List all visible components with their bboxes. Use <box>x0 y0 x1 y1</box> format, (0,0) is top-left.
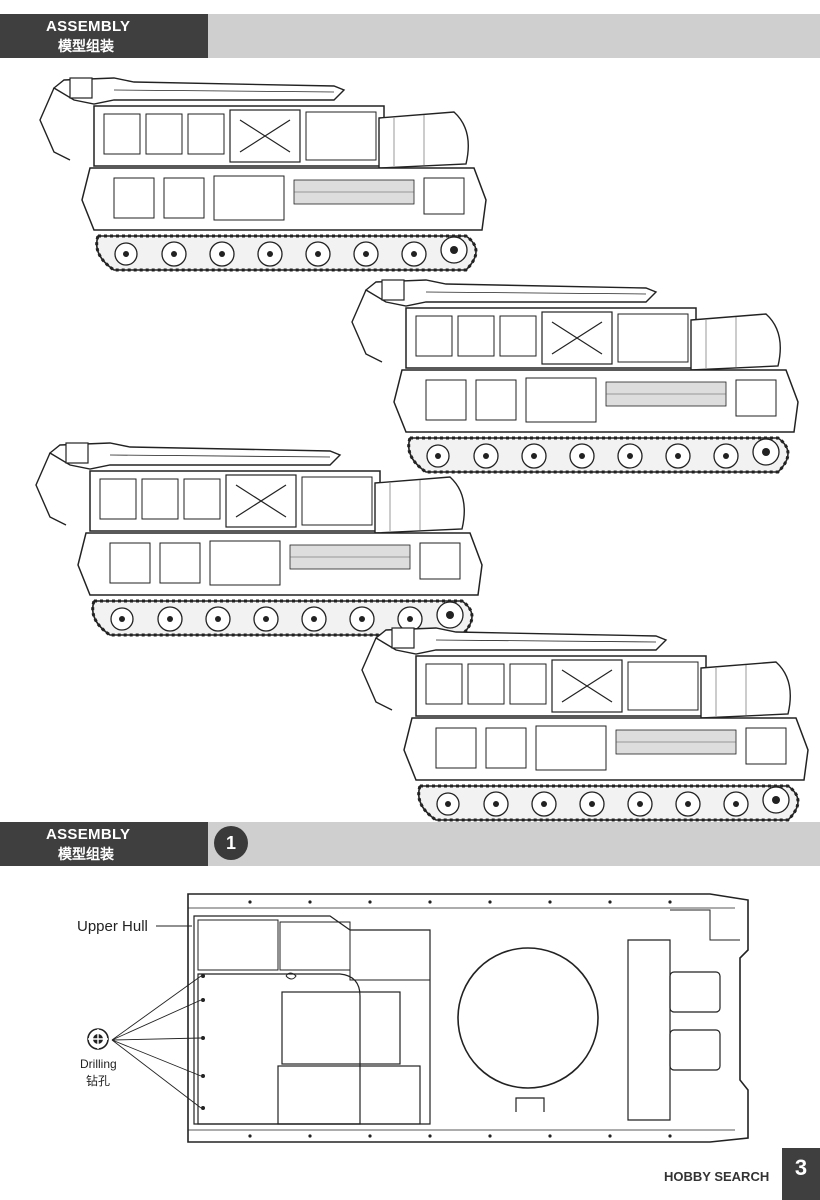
vehicle-side-view-4 <box>360 626 810 822</box>
section-title-zh: 模型组装 <box>58 847 114 863</box>
watermark: HOBBY SEARCH <box>660 1168 774 1185</box>
drill-leader-lines <box>111 975 202 1109</box>
page-number: 3 <box>782 1148 820 1200</box>
drilling-label: Drilling <box>80 1057 117 1071</box>
leader-line <box>156 925 192 927</box>
part-label: Upper Hull <box>77 918 148 935</box>
section-title-en: ASSEMBLY <box>46 18 131 35</box>
drilling-label-zh: 钻孔 <box>86 1074 111 1088</box>
section-title-en: ASSEMBLY <box>46 826 131 843</box>
upper-hull-top-view <box>187 893 749 1143</box>
section-title-zh: 模型组装 <box>58 39 114 55</box>
vehicle-side-view-1 <box>38 76 488 272</box>
drilling-icon <box>87 1028 109 1050</box>
section-header: ASSEMBLY 模型组装 <box>0 14 208 58</box>
step-number-badge: 1 <box>214 826 248 860</box>
section-header: ASSEMBLY 模型组装 <box>0 822 208 866</box>
vehicle-side-view-3 <box>34 441 484 637</box>
